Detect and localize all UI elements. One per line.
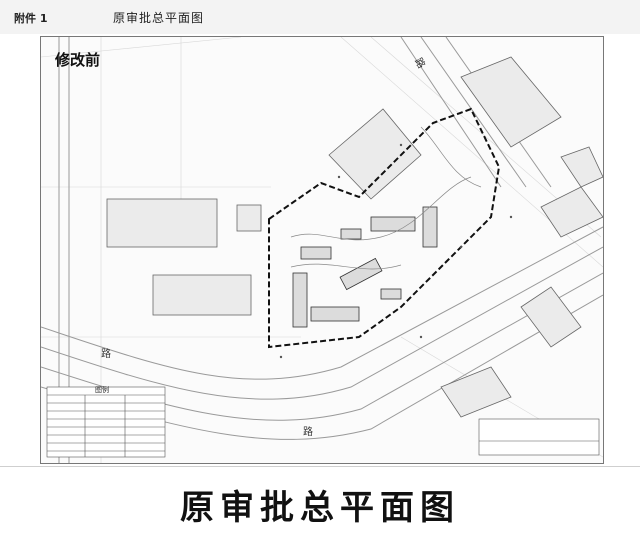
stage-label: 修改前	[55, 51, 101, 69]
legend-title: 图例	[95, 386, 109, 394]
document-title: 原审批总平面图	[113, 11, 205, 25]
divider-line	[0, 466, 640, 467]
site-plan-svg	[41, 37, 603, 463]
legend-table	[46, 386, 166, 458]
site-buildings	[292, 206, 438, 328]
title-block	[478, 418, 600, 456]
page-caption: 原审批总平面图	[180, 488, 460, 528]
site-paths	[290, 126, 482, 270]
road-name-3: 路	[303, 427, 313, 438]
attachment-label: 附件 1	[14, 12, 48, 25]
annotation-marks	[279, 143, 513, 359]
existing-buildings	[106, 56, 603, 418]
site-plan-drawing: 修改前 图例 路 路 路	[40, 36, 604, 464]
road-name-2: 路	[101, 349, 111, 360]
header-strip	[0, 0, 640, 34]
project-boundary	[268, 107, 501, 349]
